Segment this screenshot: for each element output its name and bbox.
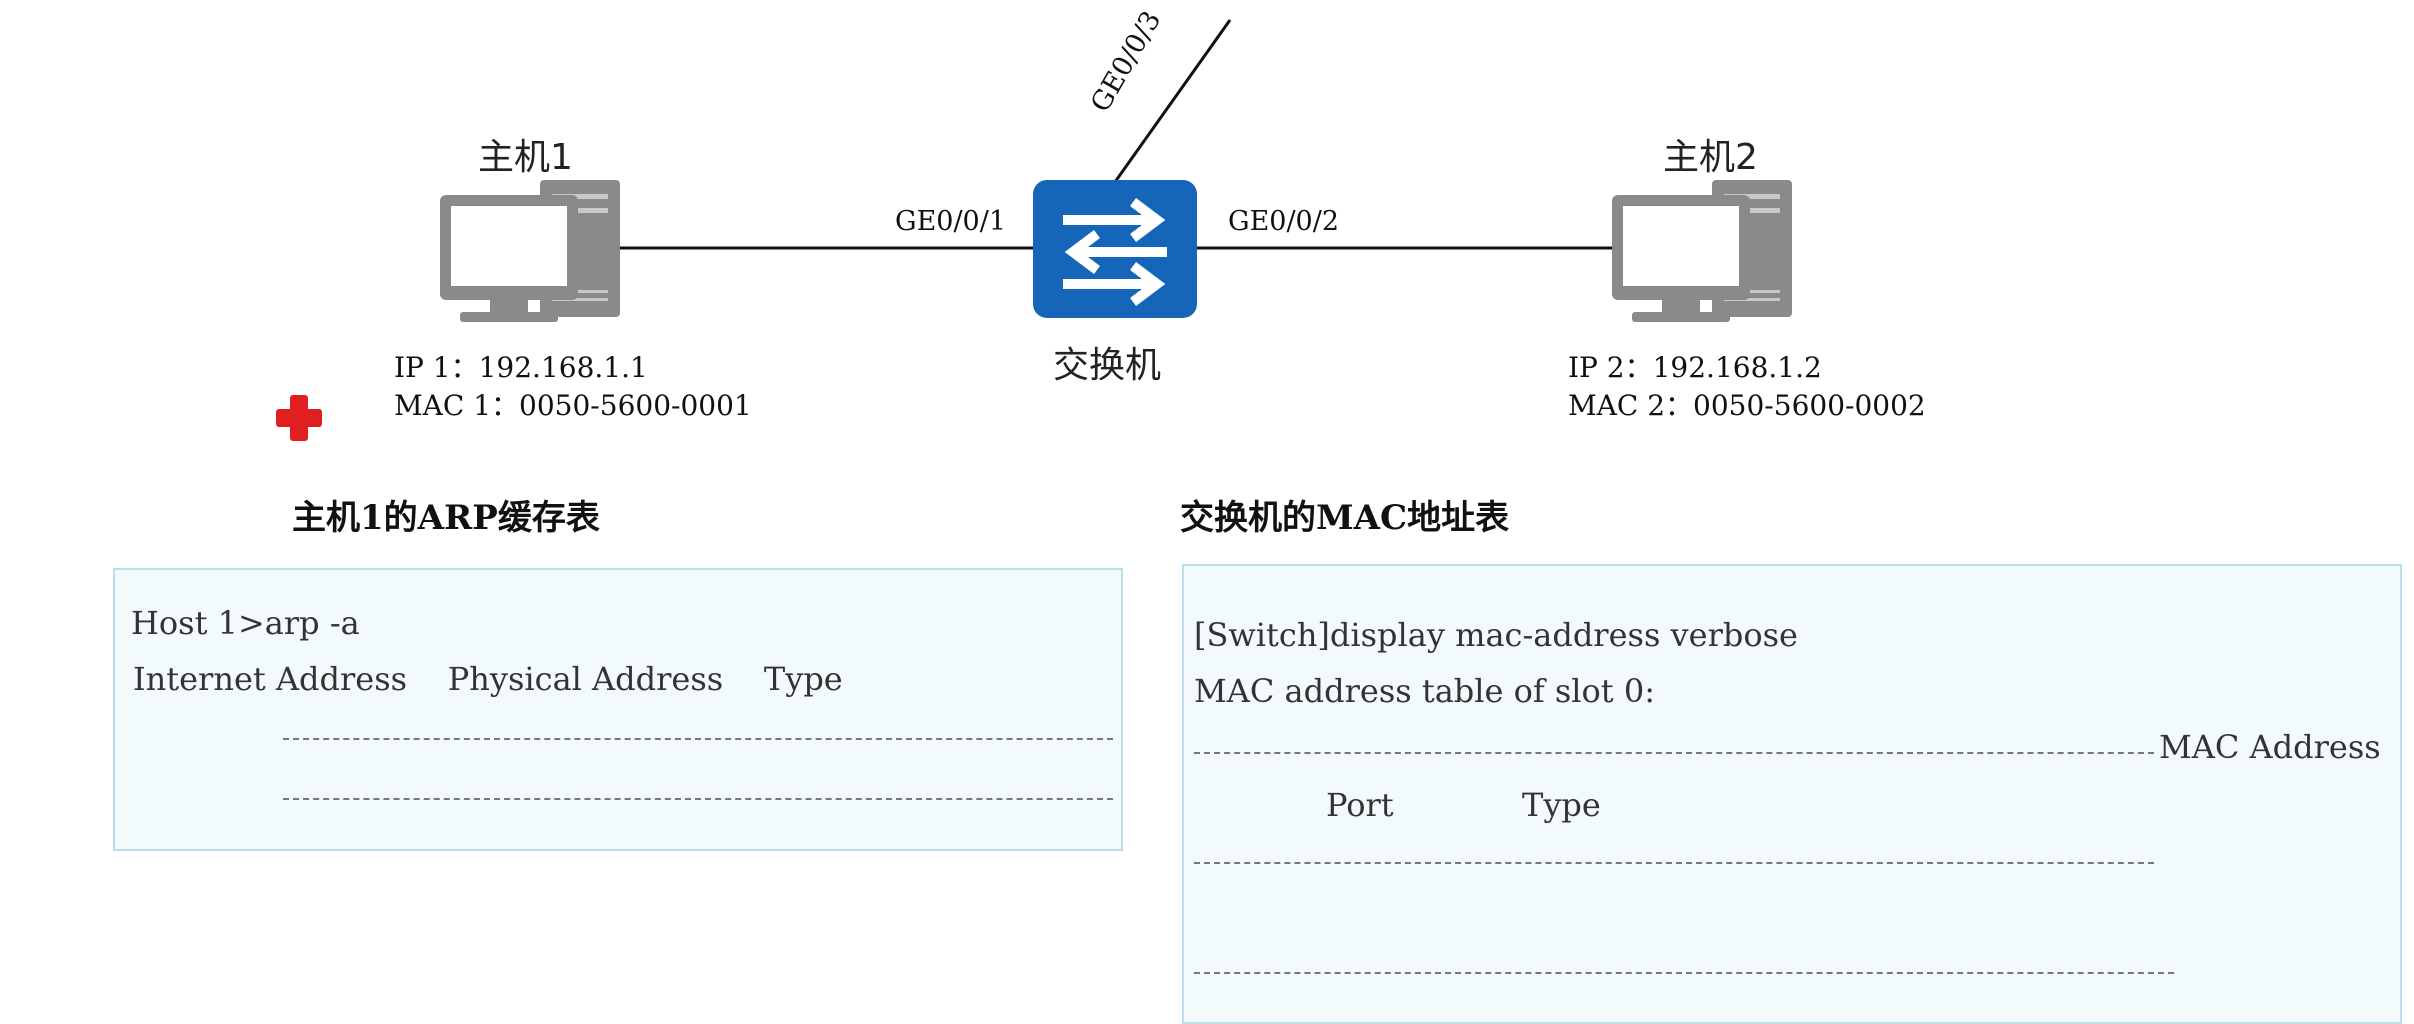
arp-divider-top xyxy=(283,738,1113,740)
topology-links xyxy=(276,19,1792,441)
switch-name: 交换机 xyxy=(1053,345,1162,386)
mac-slot-line: MAC address table of slot 0: xyxy=(1194,672,1655,710)
mac-table-title: 交换机的MAC地址表 xyxy=(1180,498,1510,538)
mac-divider-header xyxy=(1194,752,2154,754)
host1-mac: MAC 1：0050-5600-0001 xyxy=(394,389,752,422)
link-switch-uplink xyxy=(1113,19,1232,183)
mac-command: [Switch]display mac-address verbose xyxy=(1194,616,1798,654)
host2-computer-icon xyxy=(1612,180,1792,322)
switch-icon xyxy=(1033,180,1197,318)
arp-table-header: Internet Address Physical Address Type xyxy=(133,660,843,698)
mac-terminal-panel: [Switch]display mac-address verbose MAC … xyxy=(1182,564,2402,1024)
port-ge0-0-1-label: GE0/0/1 xyxy=(895,206,1007,237)
host2-ip: IP 2：192.168.1.2 xyxy=(1568,351,1822,384)
arp-command: Host 1>arp -a xyxy=(131,604,360,642)
host2-mac: MAC 2：0050-5600-0002 xyxy=(1568,389,1926,422)
arp-table-title: 主机1的ARP缓存表 xyxy=(292,498,600,538)
mac-column-mac-address: MAC Address xyxy=(2159,728,2381,766)
host1-ip: IP 1：192.168.1.1 xyxy=(394,351,648,384)
mac-divider-bottom xyxy=(1194,972,2174,974)
arp-divider-bottom xyxy=(283,798,1113,800)
mac-column-type: Type xyxy=(1522,786,1601,824)
host1-name: 主机1 xyxy=(478,137,573,178)
mac-column-port: Port xyxy=(1326,786,1394,824)
arp-terminal-panel: Host 1>arp -a Internet Address Physical … xyxy=(113,568,1123,851)
host1-computer-icon xyxy=(440,180,620,322)
port-ge0-0-2-label: GE0/0/2 xyxy=(1228,206,1340,237)
mac-divider-middle xyxy=(1194,862,2154,864)
red-plus-icon xyxy=(276,395,322,441)
host2-name: 主机2 xyxy=(1663,137,1758,178)
